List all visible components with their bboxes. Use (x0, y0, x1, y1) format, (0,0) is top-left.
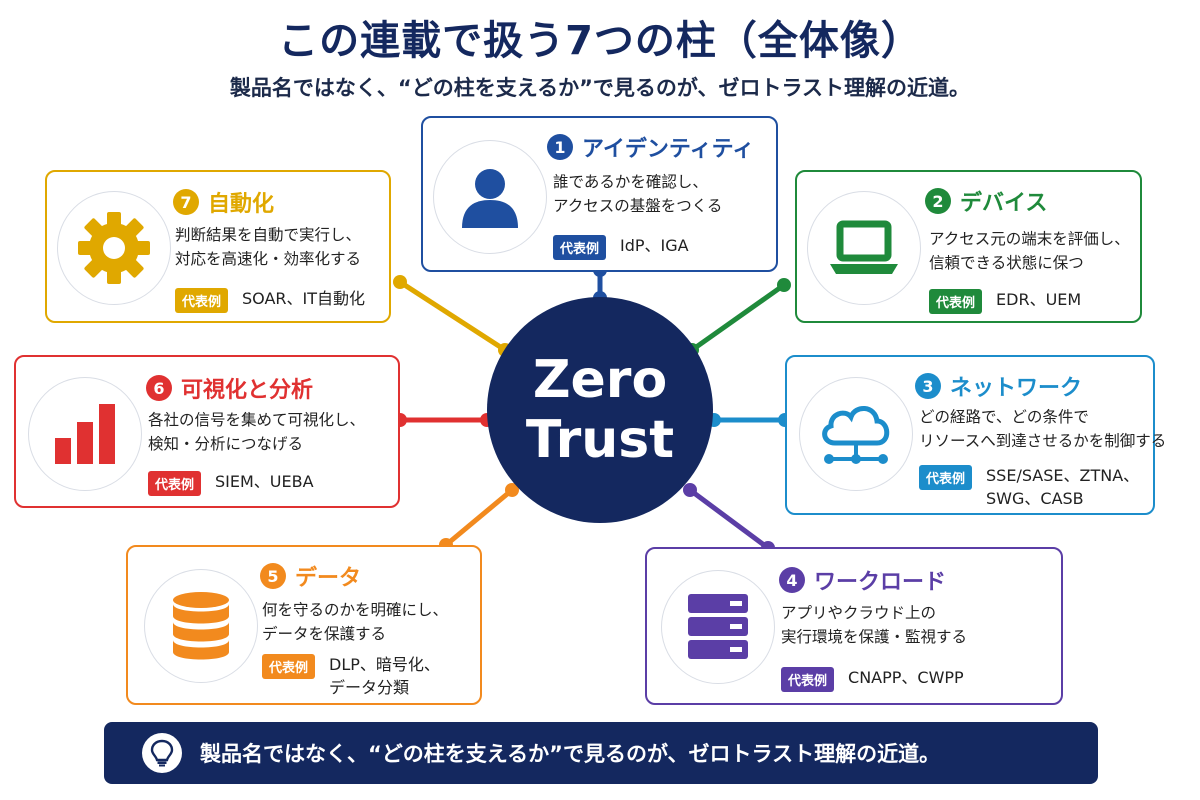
pillar-examples: SSE/SASE、ZTNA、 (986, 466, 1140, 485)
pillar-description-line: どの経路で、どの条件で (919, 408, 1089, 426)
pillar-card-automation: 7 自動化 判断結果を自動で実行し、 対応を高速化・効率化する 代表例 SOAR… (45, 170, 391, 323)
key-takeaway-banner: 製品名ではなく、“どの柱を支えるか”で見るのが、ゼロトラスト理解の近道。 (104, 722, 1098, 784)
pillar-number-badge: 3 (915, 373, 941, 399)
takeaway-text: 製品名ではなく、“どの柱を支えるか”で見るのが、ゼロトラスト理解の近道。 (200, 742, 941, 766)
connector-dot (505, 483, 519, 497)
connector-dot (683, 483, 697, 497)
bar-chart-icon (28, 377, 142, 491)
pillar-card-network: 3 ネットワーク どの経路で、どの条件で リソースへ到達させるかを制御する 代表… (785, 355, 1166, 515)
pillar-card-data: 5 データ 何を守るのかを明確にし、 データを保護する 代表例 DLP、暗号化、… (126, 545, 482, 705)
user-icon (433, 140, 547, 254)
connector-dot (777, 278, 791, 292)
connector-line (688, 487, 770, 551)
database-icon (144, 569, 258, 683)
pillar-description-line: リソースへ到達させるかを制御する (919, 432, 1167, 450)
pillar-description-line: 何を守るのかを明確にし、 (262, 601, 449, 619)
pillar-card-workload: 4 ワークロード アプリやクラウド上の 実行環境を保護・監視する 代表例 CNA… (645, 547, 1063, 705)
pillar-description-line: 実行環境を保護・監視する (781, 628, 968, 646)
pillar-description-line: 誰であるかを確認し、 (553, 173, 708, 191)
zero-trust-hub: Zero Trust (487, 297, 713, 523)
connector-dot (393, 275, 407, 289)
pillar-examples: CNAPP、CWPP (848, 668, 964, 687)
pillar-description-line: アクセスの基盤をつくる (553, 197, 723, 215)
example-badge: 代表例 (781, 667, 835, 692)
pillar-examples: EDR、UEM (996, 290, 1082, 309)
pillar-description-line: 信頼できる状態に保つ (929, 254, 1084, 272)
pillar-card-device: 2 デバイス アクセス元の端末を評価し、 信頼できる状態に保つ 代表例 EDR、… (795, 170, 1142, 323)
example-badge: 代表例 (929, 289, 983, 314)
page-title: この連載で扱う7つの柱（全体像） (278, 18, 922, 64)
example-badge: 代表例 (175, 288, 229, 313)
pillar-examples: SOAR、IT自動化 (242, 289, 366, 308)
connector-line (444, 488, 514, 547)
example-badge: 代表例 (553, 235, 607, 260)
pillar-number-badge: 1 (547, 134, 573, 160)
pillar-description-line: アプリやクラウド上の (781, 604, 937, 622)
server-icon (661, 570, 775, 684)
pillar-description-line: 検知・分析につなげる (148, 435, 304, 453)
pillar-card-identity: 1 アイデンティティ 誰であるかを確認し、 アクセスの基盤をつくる 代表例 Id… (421, 116, 778, 272)
pillar-title: デバイス (960, 191, 1048, 216)
pillar-description-line: 判断結果を自動で実行し、 (175, 226, 362, 244)
pillar-examples: データ分類 (329, 678, 410, 697)
pillar-title: データ (295, 566, 362, 591)
pillar-examples: IdP、IGA (620, 236, 689, 255)
example-badge: 代表例 (148, 471, 202, 496)
pillar-description-line: 各社の信号を集めて可視化し、 (148, 411, 366, 429)
pillar-number-badge: 7 (173, 189, 199, 215)
pillar-examples: SWG、CASB (986, 489, 1084, 508)
pillar-title: 可視化と分析 (181, 378, 314, 403)
pillar-number-badge: 6 (146, 375, 172, 401)
connector-line (690, 282, 786, 353)
gear-icon (57, 191, 171, 305)
page-subtitle: 製品名ではなく、“どの柱を支えるか”で見るのが、ゼロトラスト理解の近道。 (229, 76, 971, 100)
pillar-title: ワークロード (814, 570, 947, 595)
pillar-card-visibility-analytics: 6 可視化と分析 各社の信号を集めて可視化し、 検知・分析につなげる 代表例 S… (14, 355, 400, 508)
pillar-title: 自動化 (208, 192, 275, 217)
hub-label-line1: Zero (532, 350, 668, 410)
example-badge: 代表例 (262, 654, 316, 679)
hub-label-line2: Trust (525, 410, 675, 470)
pillar-title: アイデンティティ (582, 137, 755, 162)
pillar-number-badge: 5 (260, 563, 286, 589)
pillar-description-line: 対応を高速化・効率化する (175, 250, 362, 268)
example-badge: 代表例 (919, 465, 973, 490)
lightbulb-icon (142, 733, 182, 773)
pillar-description-line: アクセス元の端末を評価し、 (929, 230, 1130, 248)
pillar-title: ネットワーク (950, 376, 1083, 401)
pillar-number-badge: 2 (925, 188, 951, 214)
pillar-description-line: データを保護する (262, 625, 387, 643)
cloud-network-icon (799, 377, 913, 491)
pillar-examples: SIEM、UEBA (215, 472, 314, 491)
laptop-icon (807, 191, 921, 305)
connector-line (398, 279, 507, 353)
pillar-number-badge: 4 (779, 567, 805, 593)
pillar-examples: DLP、暗号化、 (329, 655, 440, 674)
